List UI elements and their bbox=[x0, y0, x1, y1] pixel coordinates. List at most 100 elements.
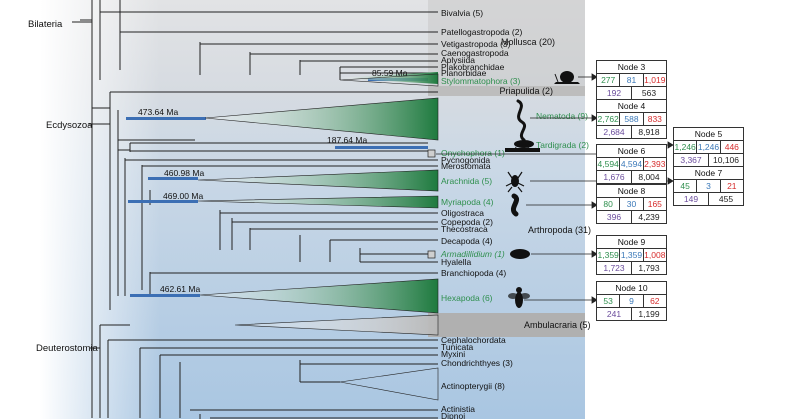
stylommatophora-outline bbox=[339, 73, 439, 87]
hexapoda-outline bbox=[199, 278, 439, 314]
node-value-c: 446 bbox=[724, 142, 739, 152]
centipede-icon bbox=[510, 193, 519, 217]
node-value-a: 1,246 bbox=[674, 141, 698, 153]
taxon-actinistia: Actinistia bbox=[441, 404, 475, 414]
node-value-b: 588 bbox=[620, 113, 644, 125]
group-ambulacraria: Ambulacraria (5) bbox=[524, 320, 591, 330]
taxon-pycnogonida: Pycnogonida bbox=[441, 155, 490, 165]
node-title: Node 5 bbox=[674, 128, 743, 141]
woodlouse-icon bbox=[510, 249, 530, 259]
age-arachnida: 460.98 Ma bbox=[164, 168, 204, 178]
group-priapulida: Priapulida (2) bbox=[499, 86, 553, 96]
node-value-c: 62 bbox=[650, 296, 660, 306]
taxon-copepoda: Copepoda (2) bbox=[441, 217, 493, 227]
node-value-b: 30 bbox=[620, 198, 644, 210]
node-value-e: 1,199 bbox=[638, 309, 660, 319]
stylommatophora-triangle bbox=[340, 72, 438, 84]
node-title: Node 3 bbox=[597, 61, 666, 74]
taxon-hyalella: Hyalella bbox=[441, 257, 472, 267]
age-stylommatophora: 85.59 Ma bbox=[372, 68, 408, 78]
node-value-e: 4,239 bbox=[638, 212, 660, 222]
node-value-b: 3 bbox=[697, 180, 721, 192]
node-value-c: 2,393 bbox=[644, 159, 666, 169]
taxon-bivalvia: Bivalvia (5) bbox=[441, 8, 483, 18]
taxon-thecostraca: Thecostraca bbox=[441, 224, 488, 234]
nematoda-outline bbox=[204, 97, 439, 141]
node-value-d: 3,367 bbox=[674, 154, 709, 166]
taxon-aplysiida: Aplysiida bbox=[441, 55, 475, 65]
node-value-a: 45 bbox=[674, 180, 698, 192]
node-value-c: 21 bbox=[727, 181, 737, 191]
taxon-branchiopoda: Branchiopoda (4) bbox=[441, 268, 506, 278]
node-value-e: 455 bbox=[718, 194, 734, 204]
node-title: Node 8 bbox=[597, 185, 666, 198]
taxon-decapoda: Decapoda (4) bbox=[441, 236, 493, 246]
mollusca-band bbox=[428, 0, 585, 86]
age-hexapoda: 462.61 Ma bbox=[160, 284, 200, 294]
node-value-b: 9 bbox=[620, 295, 644, 307]
node-title: Node 10 bbox=[597, 282, 666, 295]
taxon-arachnida: Arachnida (5) bbox=[441, 176, 492, 186]
taxon-dipnoi: Dipnoi bbox=[441, 411, 465, 419]
taxon-nematoda: Nematoda (9) bbox=[536, 111, 588, 121]
priapulida-band bbox=[428, 86, 585, 96]
node-value-d: 2,684 bbox=[597, 126, 632, 138]
myriapoda-outline bbox=[197, 195, 439, 209]
taxon-vetigastropoda: Vetigastropoda (3) bbox=[441, 39, 511, 49]
taxon-tardigrada: Tardigrada (2) bbox=[536, 140, 589, 150]
group-mollusca: Mollusca (20) bbox=[501, 37, 555, 47]
node-value-d: 241 bbox=[597, 308, 632, 320]
node-value-a: 2,762 bbox=[597, 113, 621, 125]
taxon-caenogastropoda: Caenogastropoda bbox=[441, 48, 509, 58]
taxon-plakobranchidae: Plakobranchidae bbox=[441, 62, 505, 72]
actinopterygii-triangle bbox=[339, 367, 439, 401]
node-value-d: 1,723 bbox=[597, 262, 632, 274]
node-title: Node 9 bbox=[597, 236, 666, 249]
node-value-b: 1,359 bbox=[620, 249, 644, 261]
animal-silhouettes bbox=[505, 71, 580, 308]
node-value-b: 1,246 bbox=[697, 141, 721, 153]
node-value-c: 165 bbox=[647, 199, 662, 209]
tree-branches bbox=[80, 0, 438, 419]
node-value-a: 80 bbox=[597, 198, 621, 210]
taxon-labels: Bivalvia (5) Patellogastropoda (2) Vetig… bbox=[440, 8, 589, 419]
arachnida-outline bbox=[197, 169, 439, 192]
age-onychophora: 187.64 Ma bbox=[327, 135, 367, 145]
node-value-a: 4,594 bbox=[597, 158, 621, 170]
node-value-b: 81 bbox=[620, 74, 644, 86]
node-value-a: 1,359 bbox=[597, 249, 621, 261]
node-value-c: 1,008 bbox=[644, 250, 666, 260]
spider-icon bbox=[505, 171, 525, 193]
node-title: Node 7 bbox=[674, 167, 743, 180]
ecdysozoa-label: Ecdysozoa bbox=[46, 120, 93, 131]
nematode-icon bbox=[516, 99, 527, 142]
taxon-onychophora: Onychophora (1) bbox=[441, 148, 505, 158]
node-value-a: 53 bbox=[597, 295, 621, 307]
armadillidium-box bbox=[427, 250, 436, 259]
node-title: Node 6 bbox=[597, 145, 666, 158]
ambulacraria-band bbox=[428, 313, 585, 337]
nematoda-triangle bbox=[205, 98, 438, 140]
taxon-planorbidae: Planorbidae bbox=[441, 68, 487, 78]
node-value-b: 4,594 bbox=[620, 158, 644, 170]
taxon-patellogastropoda: Patellogastropoda (2) bbox=[441, 27, 522, 37]
node-value-d: 192 bbox=[597, 87, 632, 99]
group-arthropoda: Arthropoda (31) bbox=[528, 225, 591, 235]
taxon-armadillidium: Armadillidium (1) bbox=[440, 249, 505, 259]
taxon-chondrichthyes: Chondrichthyes (3) bbox=[441, 358, 513, 368]
onychophora-box bbox=[427, 149, 436, 158]
taxon-oligostraca: Oligostraca bbox=[441, 208, 484, 218]
node-value-e: 563 bbox=[641, 88, 657, 98]
node-value-c: 1,019 bbox=[644, 75, 666, 85]
taxon-tunicata: Tunicata bbox=[441, 342, 474, 352]
deuterostomia-label: Deuterostomia bbox=[36, 343, 98, 354]
taxon-cephalochordata: Cephalochordata bbox=[441, 335, 506, 345]
age-nematoda: 473.64 Ma bbox=[138, 107, 178, 117]
